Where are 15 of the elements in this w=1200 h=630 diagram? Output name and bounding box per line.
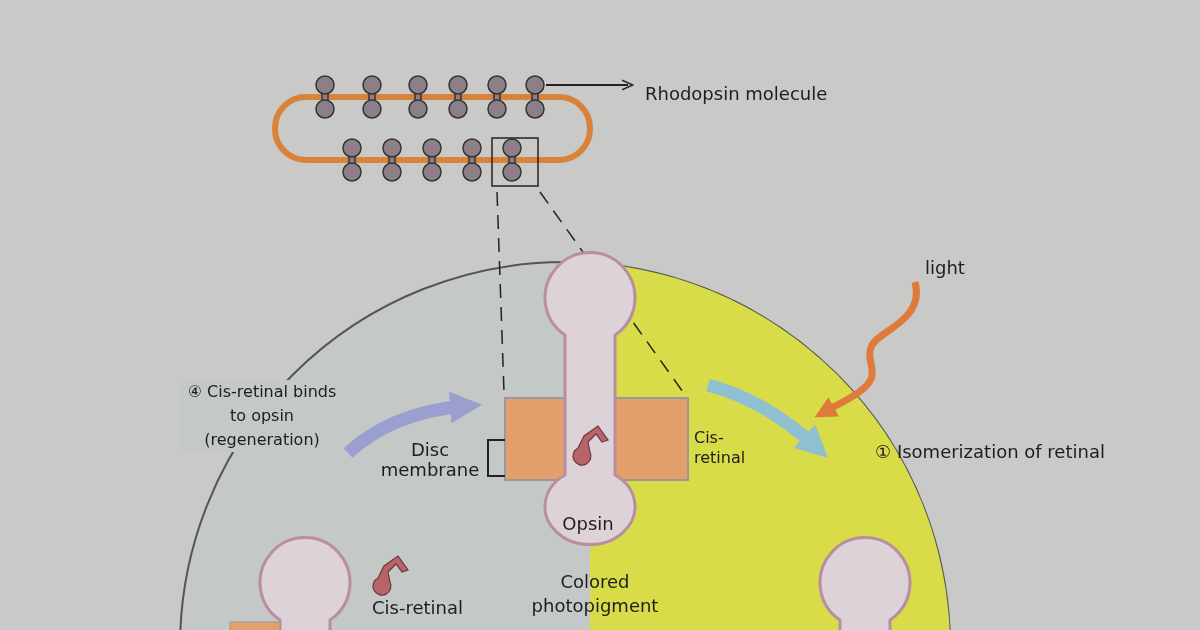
leader-arrow	[545, 79, 634, 91]
node-label: ① Isomerization of retinal	[830, 440, 1150, 464]
part-label: light	[925, 256, 965, 280]
node-label: Rhodopsin molecule	[645, 82, 828, 106]
curved-arrow	[706, 378, 829, 458]
rhodopsin-molecule	[525, 75, 545, 119]
node-label: ④ Cis-retinal binds to opsin (regeneration)	[180, 380, 344, 452]
curved-arrow	[343, 391, 482, 458]
caption-text: Cis-retinal	[694, 428, 744, 468]
opsin-drawing	[818, 536, 912, 630]
node-label: Opsin	[562, 513, 614, 534]
opsin-drawing	[229, 536, 352, 630]
part-label: Cis-retinal	[372, 596, 464, 620]
part-label: Disc membrane	[380, 440, 480, 480]
photopigment-drawing	[504, 251, 689, 547]
